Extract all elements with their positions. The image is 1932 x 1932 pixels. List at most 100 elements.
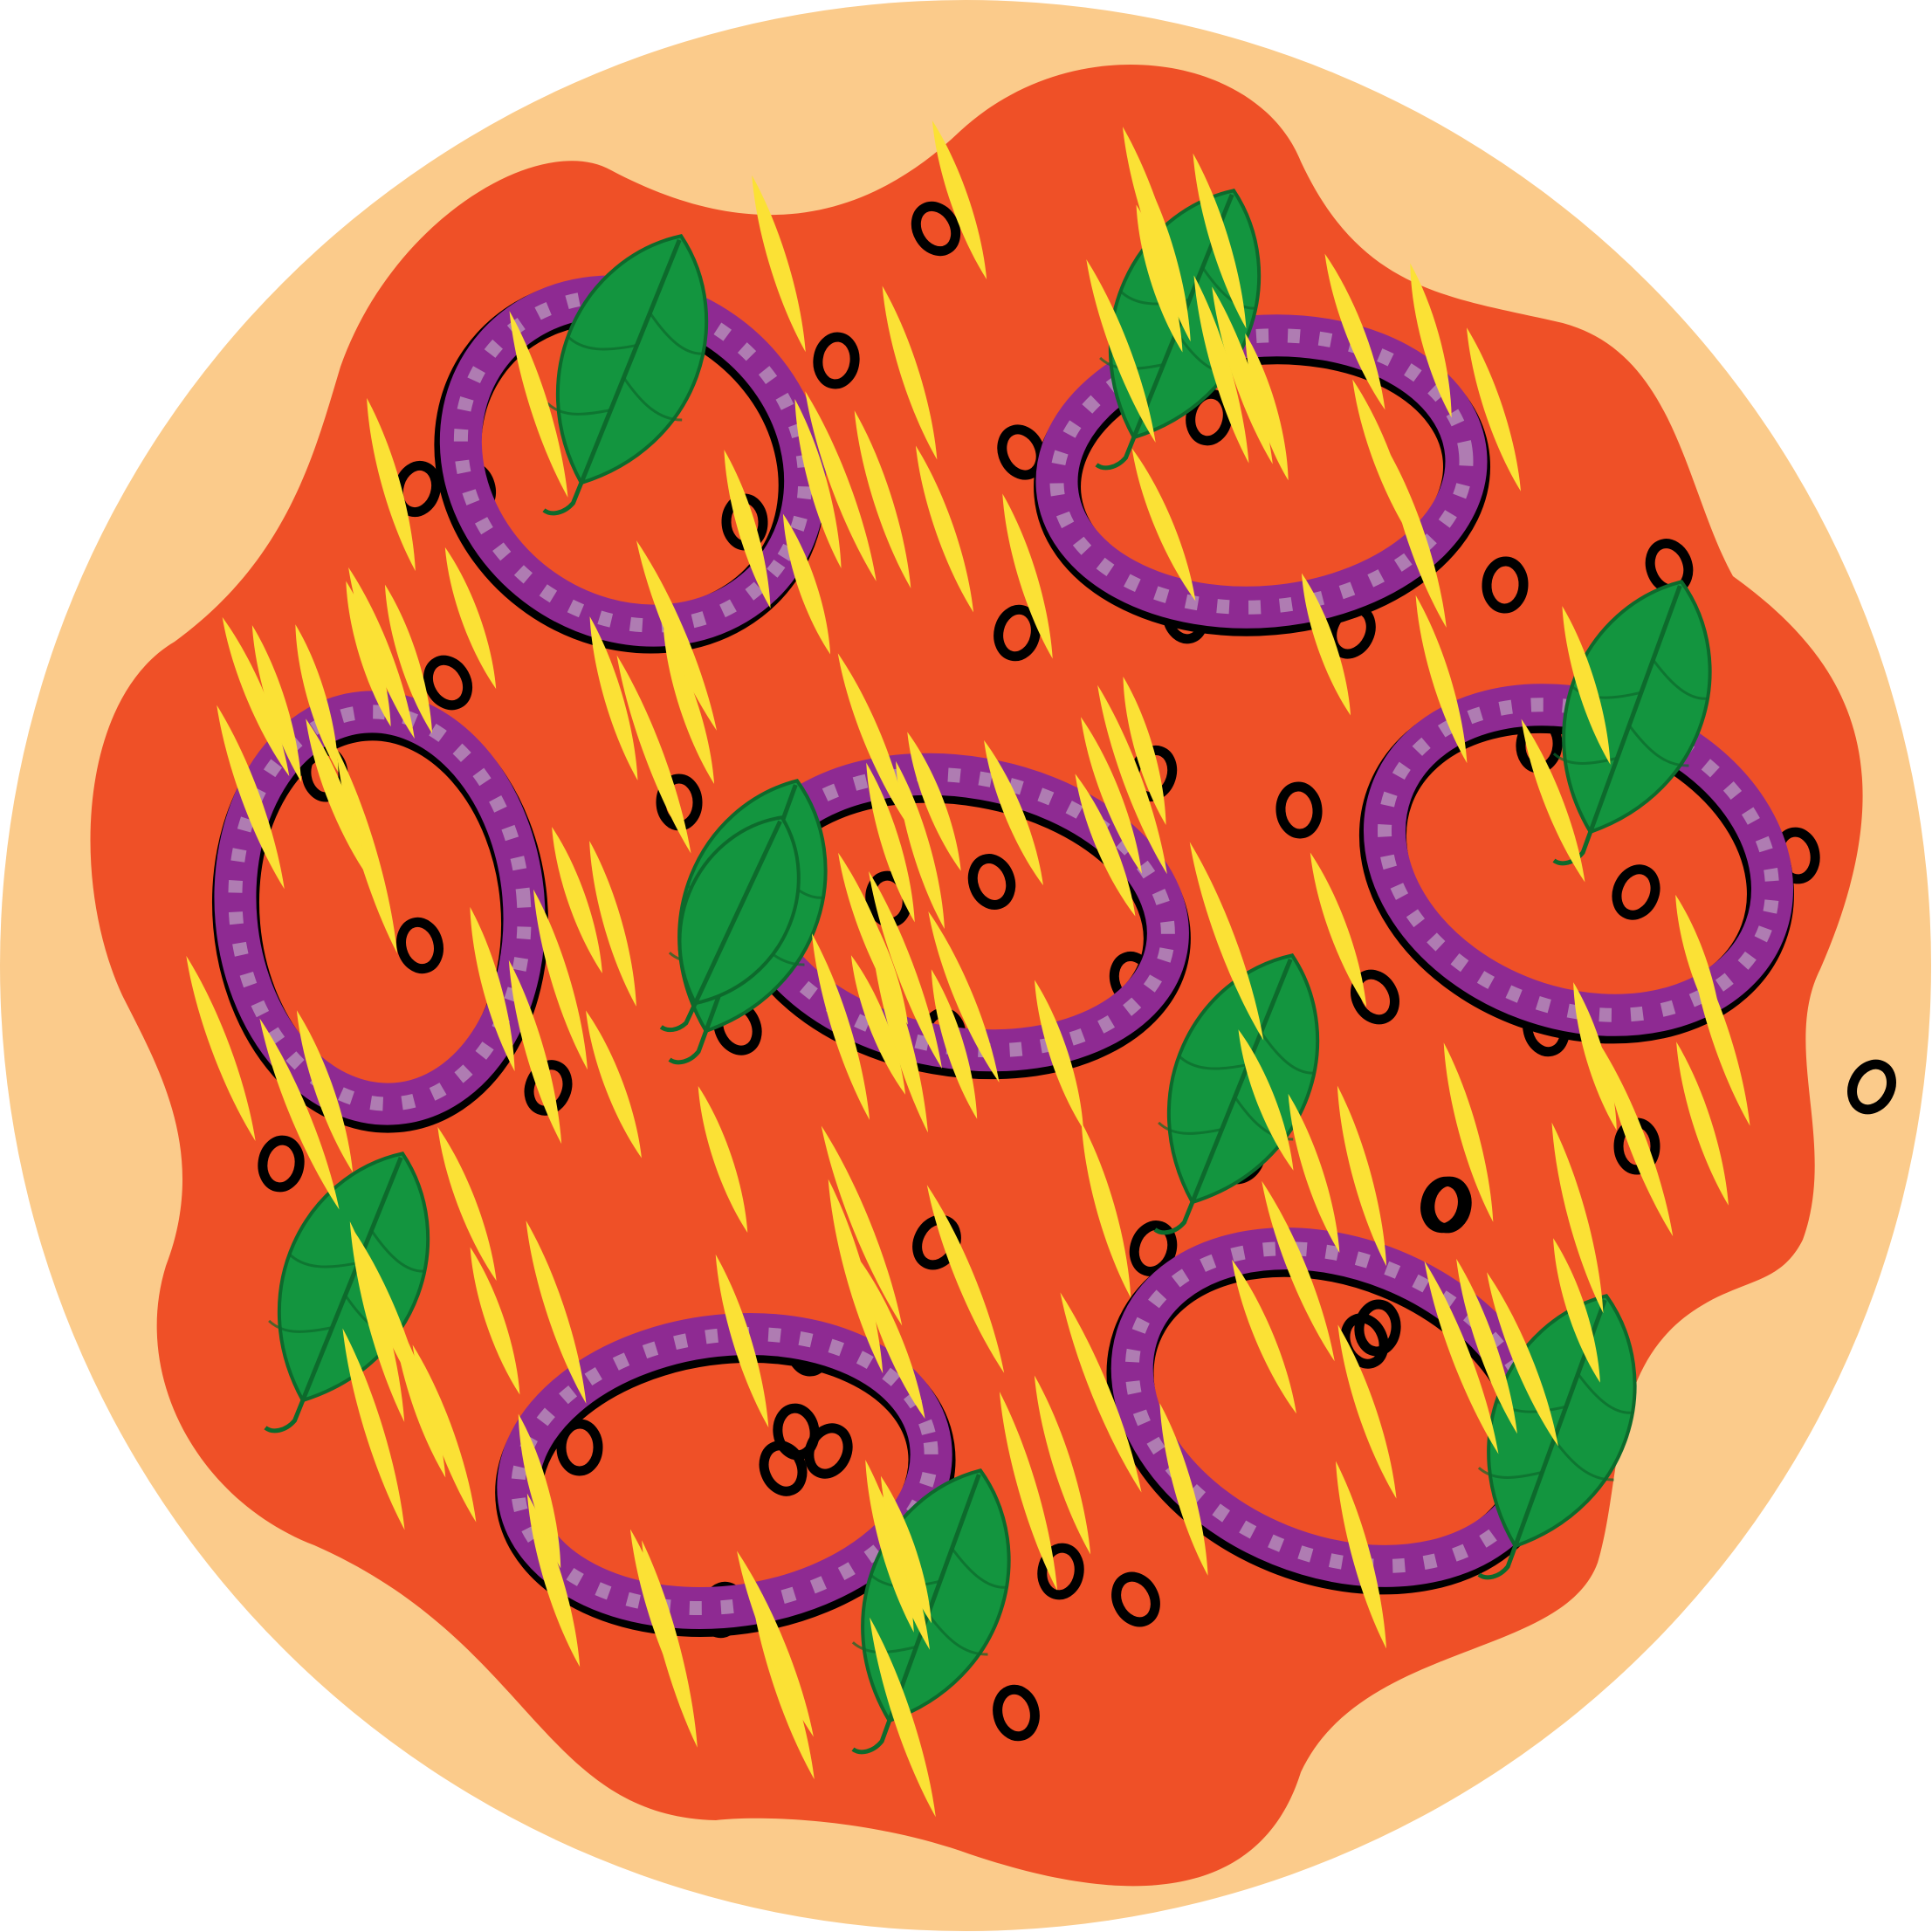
cheese-shred [367, 397, 416, 572]
olive-slice [1612, 864, 1660, 920]
cheese-shred [1136, 204, 1183, 353]
cheese-shred [351, 1226, 424, 1402]
cheese-shred [222, 616, 290, 777]
cheese-shred [384, 584, 433, 734]
cheese-shred [636, 540, 717, 731]
olive-slice [524, 1060, 573, 1116]
cheese-shred [928, 911, 1000, 1083]
cheese-shred [526, 1493, 581, 1667]
cheese-shred [1600, 1045, 1674, 1237]
cheese-shred [837, 653, 909, 826]
cheese-shred [470, 906, 515, 1072]
cheese-shred [870, 929, 928, 1133]
cheese-shred [1035, 980, 1083, 1130]
cheese-shred [1324, 253, 1385, 410]
cheese-shred [508, 959, 562, 1145]
olive-slice [997, 424, 1046, 480]
cheese-shred [1573, 982, 1617, 1131]
olive-slice [1482, 556, 1529, 614]
olive-slice [556, 1419, 603, 1476]
cheese-shred [724, 450, 771, 608]
cheese-shred [589, 616, 638, 780]
cheese-shred [1080, 717, 1143, 874]
olive-slice [1354, 1299, 1401, 1357]
cheese-shred [896, 760, 945, 930]
cheese-shred [1193, 275, 1249, 464]
cheese-shred [1553, 1238, 1600, 1383]
cheese-shred [1456, 1258, 1517, 1434]
olive-slice [1129, 1220, 1178, 1276]
cheese-shred [782, 513, 831, 655]
cheese-shred [259, 1018, 340, 1210]
cheese-shred [342, 1328, 405, 1530]
cheese-shred [1189, 842, 1264, 1041]
cheese-shred [1081, 1122, 1131, 1298]
cheese-shred [1086, 258, 1156, 443]
cheese-shred [1123, 676, 1166, 826]
cheese-shred [1301, 573, 1351, 716]
cheese-shred [1562, 606, 1611, 765]
basil-leaf [659, 815, 801, 1033]
cheese-shred [984, 739, 1043, 886]
cheese-shred [348, 567, 415, 739]
olive-slice [1111, 1571, 1160, 1627]
cheese-shred [526, 1220, 587, 1404]
olive-slice [773, 1403, 820, 1461]
cheese-shred [1097, 684, 1167, 875]
cheese-shred [1337, 1324, 1397, 1499]
cheese-shred [296, 1010, 354, 1172]
onion-ring [211, 691, 549, 1133]
cheese-layer [186, 120, 1750, 1818]
cheese-shred [1075, 773, 1136, 917]
cheese-shred [931, 969, 978, 1119]
cheese-shred [1238, 1029, 1294, 1171]
cheese-shred [850, 955, 906, 1095]
cheese-shred [1262, 1180, 1335, 1362]
cheese-shred [868, 870, 943, 1069]
cheese-shred [642, 1540, 698, 1748]
olive-slice [1420, 1176, 1468, 1234]
onion-ring [434, 275, 827, 654]
cheese-shred [1424, 1261, 1499, 1454]
cheese-shred [552, 827, 602, 973]
olive-slice [396, 917, 443, 974]
cheese-shred [586, 1010, 642, 1159]
cheese-shred [1193, 153, 1247, 329]
cheese-shred [854, 410, 911, 588]
cheese-shred [859, 1259, 925, 1420]
cheese-shred [907, 732, 961, 871]
cheese-shred [1336, 1461, 1386, 1649]
onion-ring [1034, 314, 1491, 636]
cheese-shred [932, 120, 987, 279]
olive-slice [911, 201, 961, 257]
basil-leaf [542, 234, 709, 516]
cheese-shred [870, 1617, 936, 1818]
cheese-shred [336, 746, 397, 954]
cheese-shred [752, 175, 806, 353]
cheese-shred [470, 1247, 520, 1395]
cheese-shred [1212, 286, 1273, 464]
cheese-shred [1060, 1292, 1142, 1493]
basil-layer [264, 189, 1712, 1755]
cheese-shred [589, 841, 636, 1007]
onion-ring [495, 1312, 956, 1637]
cheese-shred [306, 718, 368, 877]
cheese-shred [533, 889, 588, 1070]
cheese-shred [926, 1185, 1005, 1373]
cheese-shred [1310, 852, 1367, 1007]
cheese-shred [1466, 327, 1522, 492]
cheese-shred [295, 624, 339, 773]
cheese-shred [1551, 1122, 1604, 1314]
cheese-shred [1675, 894, 1722, 1039]
cheese-shred [828, 1179, 883, 1374]
olive-slice [258, 1135, 305, 1193]
basil-leaf [1552, 580, 1712, 866]
cheese-shred [1034, 1375, 1091, 1555]
olive-slice [994, 604, 1041, 662]
cheese-shred [866, 762, 915, 923]
cheese-shred [880, 1475, 932, 1624]
cheese-shred [698, 1085, 748, 1234]
cheese-shred [1521, 718, 1585, 883]
cheese-shred [1131, 448, 1196, 602]
